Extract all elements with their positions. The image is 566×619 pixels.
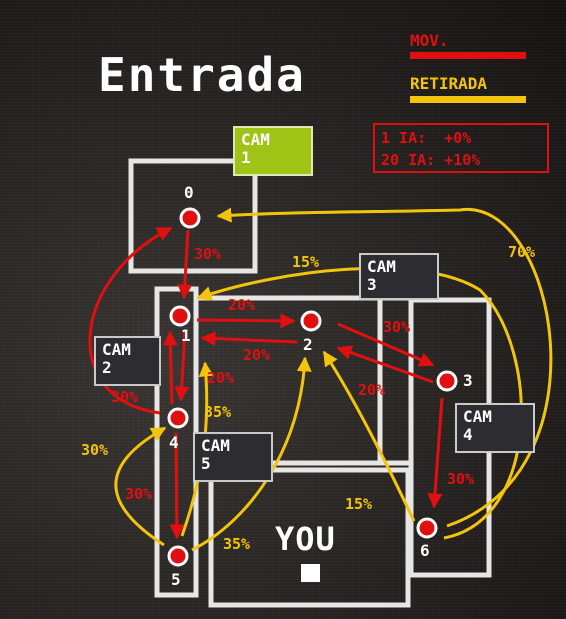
retirada-legend-label: RETIRADA xyxy=(410,74,488,93)
pct-5-2-retreat: 35% xyxy=(223,535,251,553)
arrow-4-0 xyxy=(88,226,173,415)
location-title: Entrada xyxy=(98,48,306,102)
node-label-4: 4 xyxy=(169,433,179,452)
cam-4-label: CAM 4 xyxy=(463,407,492,444)
ai-modifier-box: 1 IA: +0% 20 IA: +10% xyxy=(373,123,549,173)
node-label-0: 0 xyxy=(184,183,194,202)
node-label-3: 3 xyxy=(463,371,473,390)
pct-0-1: 30% xyxy=(194,245,222,263)
node-1[interactable] xyxy=(169,305,191,327)
pct-3-6: 30% xyxy=(447,470,475,488)
ai-line-2: 20 IA: +10% xyxy=(381,151,481,169)
nodes xyxy=(167,207,458,567)
node-label-2: 2 xyxy=(303,335,313,354)
arrow-3-2 xyxy=(336,345,434,384)
pct-4-5: 30% xyxy=(125,485,153,503)
node-5[interactable] xyxy=(167,545,189,567)
arrow-2-1 xyxy=(200,331,298,347)
pct-6-2-retreat: 15% xyxy=(345,495,373,513)
pct-6-0-retreat: 70% xyxy=(508,243,536,261)
node-3[interactable] xyxy=(436,370,458,392)
node-6[interactable] xyxy=(416,517,438,539)
node-0[interactable] xyxy=(179,207,201,229)
pct-4-1-retreat: 35% xyxy=(204,403,232,421)
arrow-3-6 xyxy=(427,397,444,509)
arrow-1-2 xyxy=(196,313,296,329)
you-label: YOU xyxy=(275,520,336,558)
cam-1-label: CAM 1 xyxy=(241,130,270,167)
cam-button-3[interactable]: CAM 3 xyxy=(359,253,439,300)
mov-legend-label: MOV. xyxy=(410,31,449,50)
pct-5-4-retreat: 30% xyxy=(81,441,109,459)
arrow-5-4 xyxy=(114,426,167,547)
node-4[interactable] xyxy=(167,407,189,429)
node-label-5: 5 xyxy=(171,570,181,589)
pct-3-2: 20% xyxy=(358,381,386,399)
arrow-6-2 xyxy=(322,350,416,522)
node-label-1: 1 xyxy=(181,326,191,345)
pct-2-1: 20% xyxy=(243,346,271,364)
player-marker xyxy=(301,564,320,582)
pct-1-4: 20% xyxy=(207,369,235,387)
pct-2-3: 30% xyxy=(383,318,411,336)
pct-top-retreat: 15% xyxy=(292,253,320,271)
cam-button-2[interactable]: CAM 2 xyxy=(94,336,161,386)
retirada-legend-line xyxy=(410,96,526,103)
cam-button-4[interactable]: CAM 4 xyxy=(455,403,535,453)
arrow-6-1 xyxy=(196,266,523,540)
pct-4-0: 30% xyxy=(111,388,139,406)
room-0 xyxy=(128,158,258,274)
ai-line-1: 1 IA: +0% xyxy=(381,129,472,147)
node-label-6: 6 xyxy=(420,541,430,560)
cam-5-label: CAM 5 xyxy=(201,436,230,473)
arrow-4-1 xyxy=(162,330,178,405)
mov-legend-line xyxy=(410,52,526,59)
cam-2-label: CAM 2 xyxy=(102,340,131,377)
cam-3-label: CAM 3 xyxy=(367,257,396,294)
node-2[interactable] xyxy=(300,310,322,332)
pct-1-2: 20% xyxy=(228,296,256,314)
arrow-4-5 xyxy=(169,432,185,540)
arrow-2-3 xyxy=(337,322,435,367)
movement-arrows xyxy=(88,226,444,540)
arrow-0-1 xyxy=(177,229,193,300)
arrow-1-4 xyxy=(174,329,190,402)
cam-button-1[interactable]: CAM 1 xyxy=(233,126,313,176)
cam-button-5[interactable]: CAM 5 xyxy=(193,432,273,482)
